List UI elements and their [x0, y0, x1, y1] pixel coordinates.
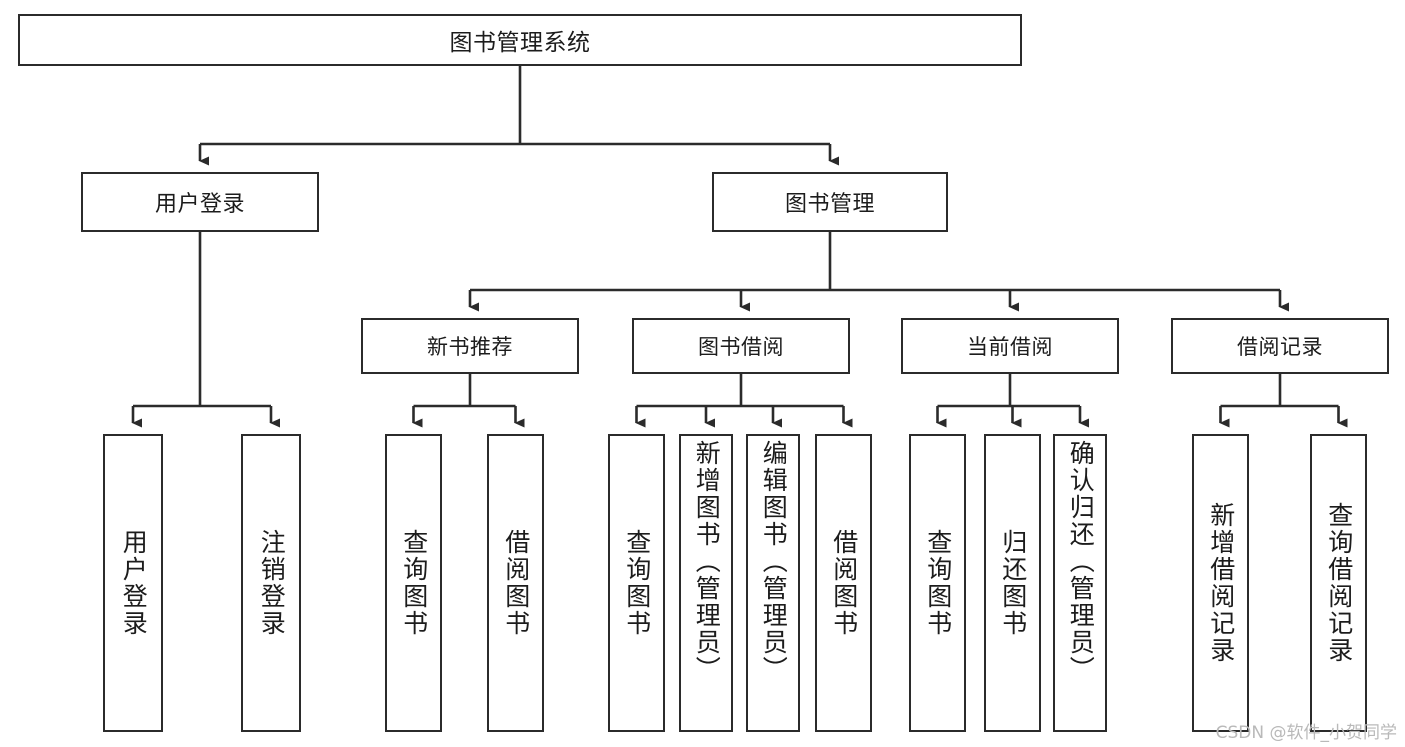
csdn-watermark: CSDN @软件_小贺同学: [1215, 723, 1397, 743]
connector-bus: [133, 232, 271, 408]
node-label: 查询图书: [923, 529, 953, 637]
node-label: 新增图书（管理员）: [692, 440, 722, 683]
node-label: 归还图书: [998, 529, 1028, 637]
node-label: 图书借阅: [698, 335, 784, 359]
node-leaf-query-record[interactable]: 查询借阅记录: [1310, 434, 1367, 732]
node-leaf-borrow-book[interactable]: 借阅图书: [815, 434, 872, 732]
node-label: 查询图书: [399, 529, 429, 637]
node-root[interactable]: 图书管理系统: [18, 14, 1022, 66]
node-label: 用户登录: [154, 192, 245, 217]
node-label: 用户登录: [119, 529, 149, 637]
node-label: 图书管理系统: [449, 30, 591, 56]
connector-bus: [1220, 374, 1339, 408]
node-borrow-record[interactable]: 借阅记录: [1171, 318, 1389, 374]
node-leaf-query-book-rec[interactable]: 查询图书: [385, 434, 442, 732]
node-label: 图书管理: [784, 192, 875, 217]
node-label: 查询借阅记录: [1324, 502, 1354, 664]
node-label: 新增借阅记录: [1206, 502, 1236, 664]
node-leaf-confirm-return[interactable]: 确认归还（管理员）: [1053, 434, 1107, 732]
node-new-book-rec[interactable]: 新书推荐: [361, 318, 579, 374]
node-leaf-query-book-current[interactable]: 查询图书: [909, 434, 966, 732]
node-leaf-return-book[interactable]: 归还图书: [984, 434, 1041, 732]
node-label: 借阅图书: [829, 529, 859, 637]
node-leaf-edit-book[interactable]: 编辑图书（管理员）: [746, 434, 800, 732]
connector-bus: [636, 374, 844, 408]
node-leaf-user-login[interactable]: 用户登录: [103, 434, 163, 732]
node-user-login[interactable]: 用户登录: [81, 172, 319, 232]
node-label: 确认归还（管理员）: [1066, 440, 1096, 683]
node-label: 新书推荐: [427, 335, 513, 359]
node-book-manage[interactable]: 图书管理: [712, 172, 948, 232]
node-leaf-borrow-book-rec[interactable]: 借阅图书: [487, 434, 544, 732]
node-label: 当前借阅: [967, 335, 1053, 359]
node-current-borrow[interactable]: 当前借阅: [901, 318, 1119, 374]
connector-bus: [937, 374, 1080, 408]
node-label: 注销登录: [257, 529, 287, 637]
node-leaf-user-logout[interactable]: 注销登录: [241, 434, 301, 732]
connector-bus: [413, 374, 516, 408]
node-leaf-add-book[interactable]: 新增图书（管理员）: [679, 434, 733, 732]
node-label: 借阅图书: [501, 529, 531, 637]
node-leaf-add-record[interactable]: 新增借阅记录: [1192, 434, 1249, 732]
node-label: 借阅记录: [1237, 335, 1323, 359]
connector-bus: [200, 66, 830, 146]
node-label: 查询图书: [622, 529, 652, 637]
node-leaf-query-book-borrow[interactable]: 查询图书: [608, 434, 665, 732]
connector-bus: [470, 232, 1280, 292]
node-label: 编辑图书（管理员）: [759, 440, 789, 683]
node-book-borrow[interactable]: 图书借阅: [632, 318, 850, 374]
